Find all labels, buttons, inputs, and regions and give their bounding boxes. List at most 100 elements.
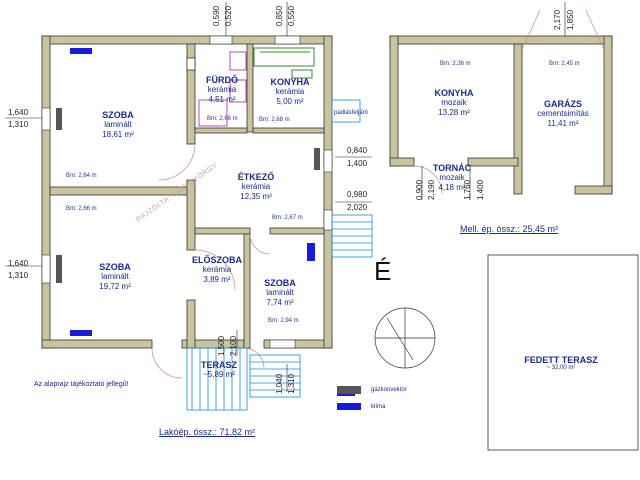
kitchen-fixtures (253, 47, 315, 79)
doors (151, 9, 605, 379)
room-material: mozaik (441, 98, 467, 108)
bathroom-fixtures (198, 51, 247, 127)
logo-text: zenga (568, 451, 616, 468)
dim-mid1-1: 0,840 (347, 146, 368, 155)
room-szoba-3: SZOBA laminált 7,74 m² (264, 278, 296, 307)
dim-top-2b: 0,550 (287, 5, 296, 26)
room-base-konyha-aux: Bm: 2,36 m (440, 61, 471, 67)
room-material: laminált (101, 272, 129, 282)
dim-tornac-1: 0,900 (415, 179, 424, 200)
room-base-szoba-2: Bm: 2,66 m (66, 206, 97, 212)
dim-top-3b: 1,850 (566, 9, 575, 30)
dim-top-1a: 0,590 (212, 5, 221, 26)
dim-top-3a: 2,170 (553, 9, 562, 30)
room-name: TORNÁC (432, 163, 472, 173)
room-name: SZOBA (99, 262, 131, 272)
room-area: 12,35 m² (240, 191, 272, 201)
room-base-szoba-3: Bm: 2,94 m (268, 318, 299, 324)
total-aux-area: Mell. ép. össz.: 25,45 m² (460, 224, 559, 234)
room-konyha: KONYHA kerámia 5,00 m² (270, 77, 309, 106)
dim-left-mid-2: 1,310 (8, 271, 29, 280)
dim-terasz-2: 1,310 (287, 373, 296, 394)
room-material: cementsimítás (537, 109, 589, 119)
disclaimer-note: Az alaprajz tájékoztató jellegű! (34, 381, 129, 388)
stairs (186, 99, 373, 411)
room-konyha-aux: KONYHA mozaik 13,28 m² (434, 88, 473, 117)
legend-konvektor: gázkonvektor (371, 387, 407, 393)
room-name: TERASZ (201, 360, 237, 370)
room-base-furdo: Bm: 2,66 m (207, 116, 238, 122)
dim-top-1b: 0,520 (224, 5, 233, 26)
legend-klima: klíma (371, 404, 386, 410)
room-material: mozaik (439, 173, 465, 183)
room-furdo: FÜRDŐ kerámia 4,51 m² (206, 75, 238, 104)
konvektor-units (56, 108, 361, 394)
dim-terasz-1: 1,040 (275, 373, 284, 394)
dim-mid2-2: 2,020 (347, 203, 368, 212)
room-name: FEDETT TERASZ (524, 355, 598, 365)
room-garazs: GARÁZS cementsimítás 11,41 m² (537, 99, 589, 128)
room-area: 4,51 m² (208, 94, 236, 104)
dim-tornac-4: 1,400 (476, 179, 485, 200)
room-material: kerámia (241, 182, 271, 192)
north-indicator: É (374, 256, 392, 286)
room-area: 18,61 m² (102, 129, 134, 139)
main-house-walls (41, 35, 333, 349)
room-fedett-terasz: FEDETT TERASZ ~ 32,00 m² (524, 355, 598, 372)
room-area: 4,18 m² (438, 182, 466, 192)
dim-eloszoba-1: 1,500 (217, 335, 226, 356)
room-etkezo: ÉTKEZŐ kerámia 12,35 m² (238, 172, 275, 201)
room-szoba-1: SZOBA laminált 18,61 m² (102, 110, 134, 139)
padlasfeljaro-label: padlásfeljáró (334, 110, 369, 116)
room-area: 7,74 m² (266, 297, 294, 307)
room-name: GARÁZS (543, 99, 582, 109)
room-name: ELŐSZOBA (191, 255, 243, 265)
room-name: KONYHA (434, 88, 474, 98)
dim-left-mid-1: 1,640 (8, 259, 29, 268)
room-szoba-2: SZOBA laminált 19,72 m² (99, 262, 131, 291)
room-tornac: TORNÁC mozaik 4,18 m² (433, 163, 471, 192)
room-material: kerámia (275, 87, 305, 97)
room-material: laminált (266, 288, 294, 298)
room-name: FÜRDŐ (206, 75, 238, 85)
compass (374, 307, 436, 369)
dim-left-top-2: 1,310 (8, 120, 29, 129)
dim-mid2-1: 0,980 (347, 190, 368, 199)
room-base-konyha: Bm: 2,68 m (259, 117, 290, 123)
room-name: SZOBA (264, 278, 296, 288)
room-area: ~ 32,00 m² (546, 365, 576, 372)
room-base-garazs: Bm: 2,45 m (549, 61, 580, 67)
dim-top-2a: 0,850 (275, 5, 284, 26)
dim-mid1-2: 1,400 (347, 159, 368, 168)
aux-building-walls (389, 35, 613, 195)
room-terasz: TERASZ ~5,89 m² (201, 360, 237, 380)
room-area: 11,41 m² (547, 118, 579, 128)
room-area: 13,28 m² (438, 107, 470, 117)
dim-eloszoba-2: 2,100 (229, 335, 238, 356)
dim-left-top-1: 1,640 (8, 108, 29, 117)
room-name: SZOBA (102, 110, 134, 120)
dimension-lines (5, 2, 566, 392)
total-main-area: Lakóép. össz.: 71,82 m² (159, 427, 256, 437)
room-name: KONYHA (270, 77, 310, 87)
room-area: 5,00 m² (276, 96, 304, 106)
room-eloszoba: ELŐSZOBA kerámia 3,89 m² (192, 255, 242, 284)
room-area: ~5,89 m² (203, 370, 235, 380)
room-material: kerámia (202, 265, 232, 275)
windows (41, 35, 333, 349)
dim-tornac-2: 2,190 (427, 179, 436, 200)
room-material: kerámia (207, 85, 237, 95)
zenga-logo: zenga (546, 449, 636, 473)
logo-ring-icon (546, 453, 564, 471)
dim-tornac-3: 1,760 (463, 179, 472, 200)
fedett-terasz-outline (487, 254, 639, 451)
legend-swatches (337, 386, 361, 410)
room-base-szoba-1: Bm: 2,64 m (66, 173, 97, 179)
room-area: 3,89 m² (203, 274, 231, 284)
room-area: 19,72 m² (99, 281, 131, 291)
room-material: laminált (104, 120, 132, 130)
room-name: ÉTKEZŐ (237, 172, 275, 182)
room-base-etkezo: Bm: 2,67 m (272, 215, 303, 221)
